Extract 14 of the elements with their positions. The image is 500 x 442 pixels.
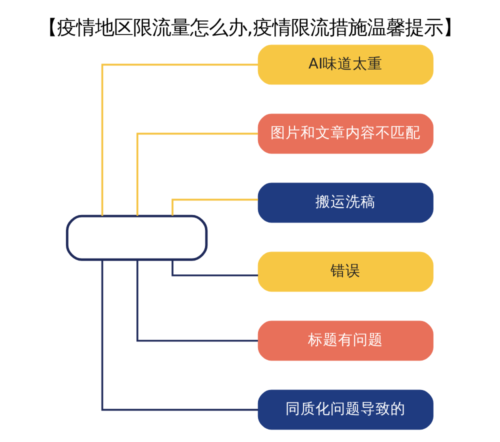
- node-box: 同质化问题导致的: [258, 389, 434, 430]
- connector: [101, 259, 258, 410]
- connector: [136, 132, 258, 216]
- node-box: 错误: [258, 251, 434, 292]
- connector: [101, 63, 258, 216]
- connector: [136, 259, 258, 342]
- node-box: 搬运洗稿: [258, 182, 434, 222]
- node-box: AI味道太重: [258, 44, 434, 84]
- node-box: [66, 214, 208, 260]
- node-box: 标题有问题: [258, 320, 434, 360]
- node-box: 图片和文章内容不匹配: [258, 113, 434, 154]
- diagram-title: 【疫情地区限流量怎么办,疫情限流措施温馨提示】: [38, 16, 462, 39]
- connector: [172, 259, 258, 276]
- connector: [172, 198, 258, 216]
